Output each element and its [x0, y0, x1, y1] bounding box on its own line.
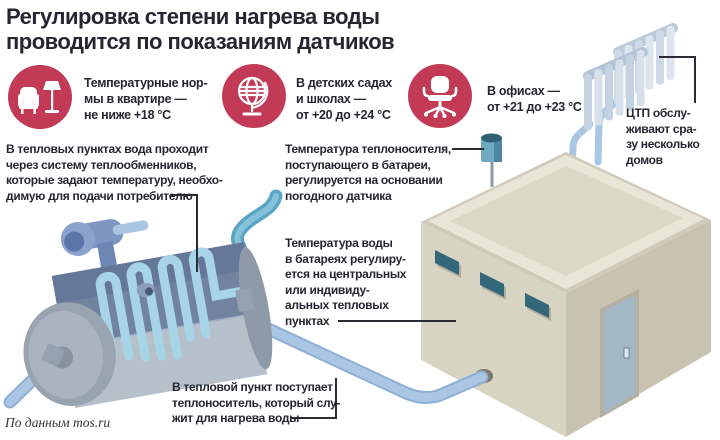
norm-label-apartment: Температурные нор- мы в квартире — не ни… — [84, 76, 208, 122]
page-title: Регулировка степени нагрева воды проводи… — [6, 4, 395, 54]
annotation-heat-exchange: В тепловых пунктах вода проходит через с… — [6, 142, 223, 203]
pipe-flange — [41, 343, 65, 367]
radiator-front — [583, 47, 648, 130]
annotation-ctp: ЦТП обслу- живают сра- зу несколько домо… — [626, 106, 700, 167]
norm-label-schools: В детских садах и школах — от +20 до +24… — [296, 76, 392, 122]
norm-badge-schools — [222, 64, 286, 128]
norm-label-offices: В офисах — от +21 до +23 °C — [487, 84, 582, 114]
building-windows — [435, 250, 551, 321]
pump — [60, 219, 149, 272]
armchair-lamp-icon — [18, 81, 61, 114]
annotation-coolant-inflow: В тепловой пункт поступает теплоноситель… — [172, 380, 341, 425]
boiler-illustration — [23, 219, 273, 408]
leader-coolant-inflow — [290, 378, 337, 419]
data-source: По данным mos.ru — [5, 415, 111, 430]
norm-badge-offices — [408, 64, 472, 128]
annotation-water-temperature: Температура воды в батареях регулиру- ет… — [285, 236, 407, 328]
weather-sensor — [481, 133, 502, 187]
building-door — [600, 289, 639, 418]
annotation-weather-sensor: Температура теплоносителя, поступающего … — [285, 142, 451, 203]
norm-badge-apartment — [8, 65, 72, 129]
heat-coil — [95, 247, 244, 362]
leader-heat-exchange — [170, 194, 198, 272]
leader-ctp — [659, 56, 696, 103]
supply-pipe — [242, 313, 493, 404]
office-chair-icon — [422, 76, 458, 118]
globe-icon — [237, 76, 269, 116]
leader-lines — [170, 56, 696, 419]
building-illustration — [421, 152, 711, 437]
